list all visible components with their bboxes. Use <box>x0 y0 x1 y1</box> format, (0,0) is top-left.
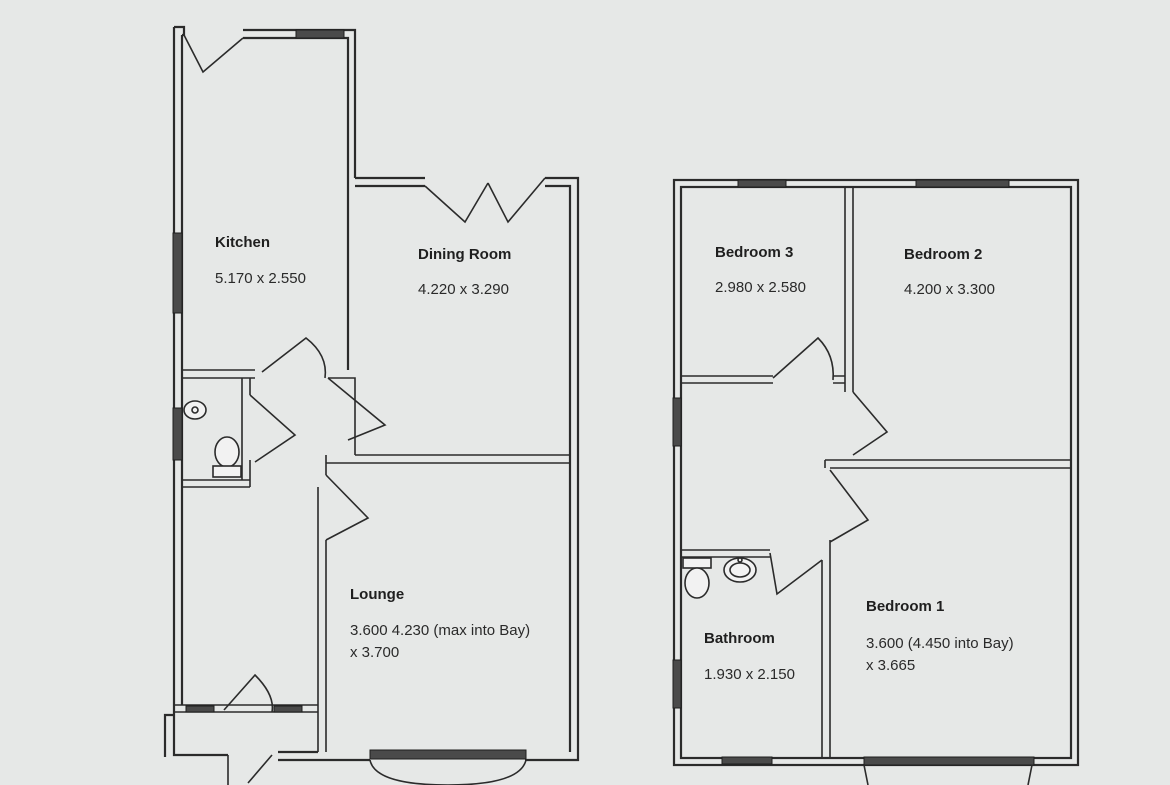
bedroom1-door <box>829 469 870 543</box>
bedroom1-bay-window <box>863 756 1035 766</box>
bedroom3-dims: 2.980 x 2.580 <box>715 279 806 296</box>
kitchen-door <box>261 336 327 379</box>
ground-floor-doors <box>183 34 546 784</box>
ground-floor-windows <box>172 29 527 760</box>
bathroom-window-side <box>672 659 682 709</box>
lounge-dims-line2: x 3.700 <box>350 644 399 661</box>
dining-room-label: Dining Room <box>418 246 511 263</box>
lounge-label: Lounge <box>350 586 404 603</box>
lounge-door <box>325 474 370 541</box>
first-floor-plan: Bedroom 3 2.980 x 2.580 Bedroom 2 4.200 … <box>672 178 1080 785</box>
wc-cistern <box>212 465 242 478</box>
wc-door <box>249 394 297 463</box>
bedroom2-door <box>852 391 889 456</box>
bathroom-window-bottom <box>721 756 773 765</box>
kitchen-window-side <box>172 232 183 314</box>
bathroom-cistern <box>682 557 712 569</box>
bathroom-toilet <box>684 567 710 599</box>
lounge-bay-window <box>369 749 527 760</box>
bedroom1-dims-line1: 3.600 (4.450 into Bay) <box>866 635 1014 652</box>
bedroom1-bay <box>863 764 1033 785</box>
wc-fixtures <box>183 400 242 478</box>
bedroom2-window <box>915 179 1010 188</box>
dining-french-doors <box>424 177 546 224</box>
dining-door <box>327 377 387 441</box>
bedroom1-dims-line2: x 3.665 <box>866 657 915 674</box>
bedroom3-label: Bedroom 3 <box>715 244 793 261</box>
porch-window-right <box>273 705 303 713</box>
porch-window-left <box>185 705 215 713</box>
wc-tap <box>191 406 199 414</box>
bathroom-tap <box>737 557 743 563</box>
kitchen-label: Kitchen <box>215 234 270 251</box>
bedroom1-label: Bedroom 1 <box>866 598 944 615</box>
first-floor-windows <box>672 179 1035 766</box>
bedroom2-label: Bedroom 2 <box>904 246 982 263</box>
bathroom-basin-inner <box>729 562 751 578</box>
front-door <box>223 673 274 784</box>
bedroom2-dims: 4.200 x 3.300 <box>904 281 995 298</box>
bathroom-door <box>769 552 823 596</box>
dining-room-dims: 4.220 x 3.290 <box>418 281 509 298</box>
ground-floor-outer-walls <box>163 25 580 762</box>
ground-floor-plan: Kitchen 5.170 x 2.550 Dining Room 4.220 … <box>163 25 580 785</box>
first-floor-interior-walls <box>681 187 1071 758</box>
lounge-bay <box>369 759 527 785</box>
bedroom3-window <box>737 179 787 188</box>
kitchen-window-top <box>295 29 345 39</box>
bedroom3-door <box>772 336 835 381</box>
wc-window <box>172 407 183 461</box>
first-floor-doors <box>769 336 889 596</box>
bathroom-dims: 1.930 x 2.150 <box>704 666 795 683</box>
kitchen-dims: 5.170 x 2.550 <box>215 270 306 287</box>
wc-toilet <box>214 436 240 468</box>
bathroom-label: Bathroom <box>704 630 775 647</box>
kitchen-back-door <box>183 34 244 74</box>
ground-floor-interior-walls <box>175 369 570 785</box>
bathroom-fixtures <box>682 557 757 599</box>
landing-window <box>672 397 682 447</box>
lounge-dims-line1: 3.600 4.230 (max into Bay) <box>350 622 530 639</box>
